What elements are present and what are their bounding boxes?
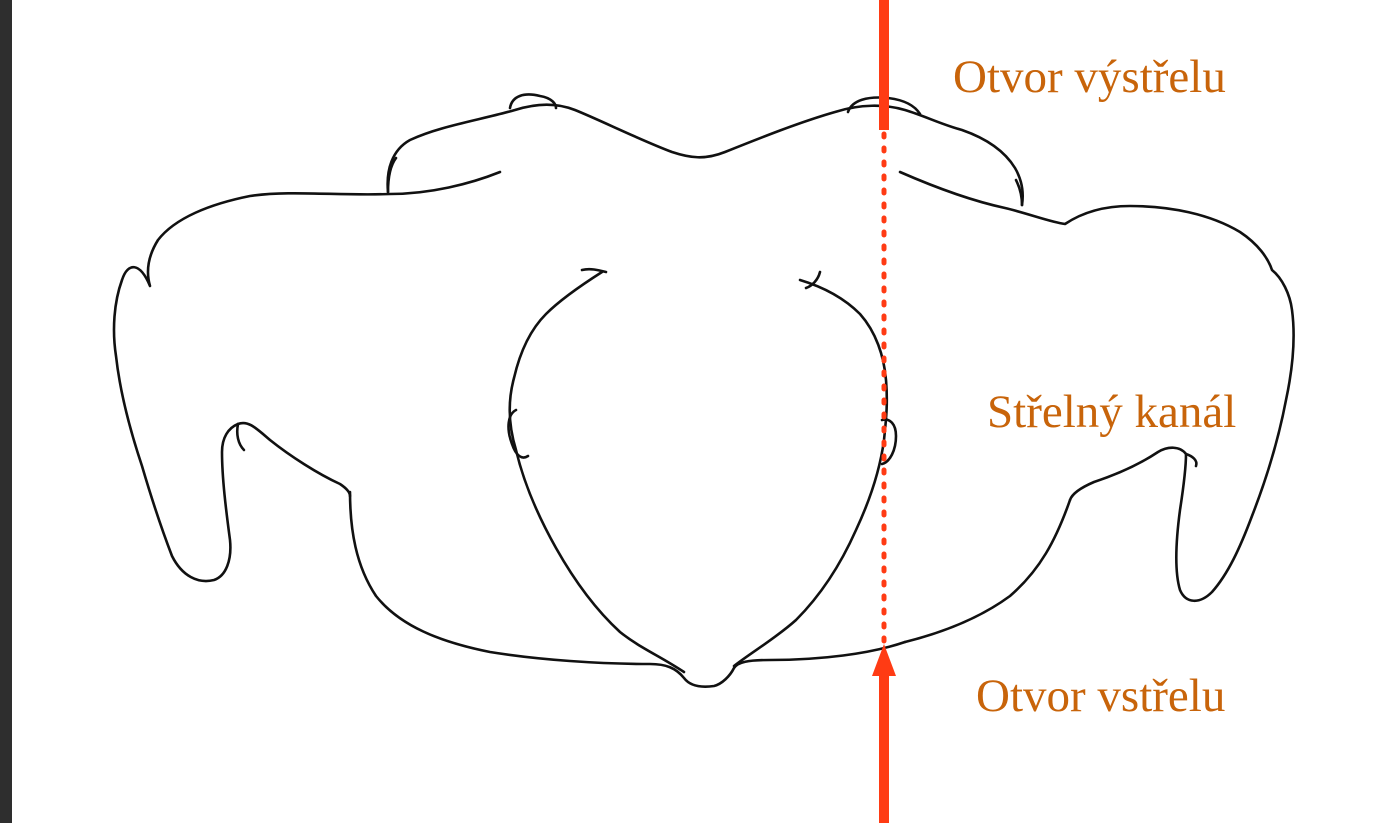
- inner-inlet-right: [734, 280, 887, 666]
- entry-trajectory-line: [879, 668, 889, 823]
- right-ilium-tip: [1186, 454, 1196, 466]
- right-pubic-curve: [905, 500, 1070, 642]
- entry-wound-label: Otvor vstřelu: [976, 673, 1225, 720]
- left-ilium-hook: [237, 424, 244, 450]
- exit-trajectory-line: [879, 0, 889, 130]
- wound-channel-label: Střelný kanál: [987, 389, 1236, 436]
- bullet-trajectory: [872, 0, 896, 823]
- inner-inlet-left-tick: [582, 269, 606, 272]
- sacrum-top-outline: [388, 105, 1023, 205]
- exit-wound-label: Otvor výstřelu: [953, 54, 1226, 101]
- sacrum-left-edge: [388, 158, 396, 192]
- inner-inlet-left: [510, 272, 684, 672]
- left-ilium-outline: [114, 172, 500, 581]
